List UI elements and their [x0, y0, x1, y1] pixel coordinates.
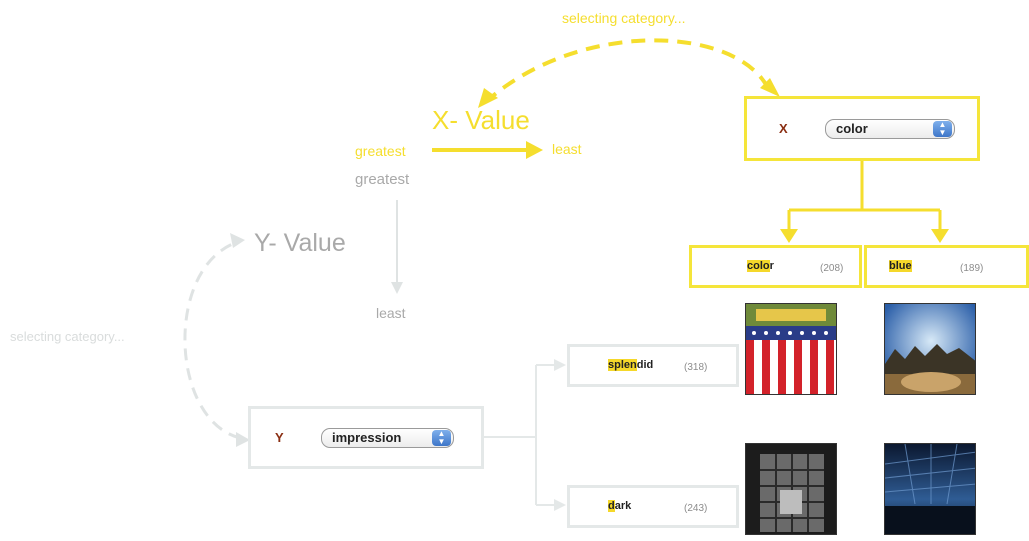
select-stepper-icon: ▲▼ — [432, 430, 451, 446]
x-category-item-blue[interactable]: blue (189) — [864, 245, 1029, 288]
y-axis-letter: Y — [275, 430, 284, 445]
y-category-highlight: splen — [608, 359, 637, 371]
x-axis-letter: X — [779, 121, 788, 136]
thumbnail-dark-blue[interactable] — [884, 443, 976, 535]
x-category-label: blue — [889, 260, 912, 272]
thumbnail-dark-color[interactable] — [745, 443, 837, 535]
y-least-label: least — [376, 305, 406, 321]
y-category-item-splendid[interactable]: splendid (318) — [567, 344, 739, 387]
y-category-rest: did — [636, 359, 654, 371]
dark-building-image — [746, 444, 836, 534]
dark-hall-image — [885, 444, 975, 534]
x-selecting-caption: selecting category... — [562, 10, 686, 26]
y-category-count: (318) — [684, 362, 708, 373]
y-category-rest: ark — [614, 500, 632, 512]
x-least-label: least — [552, 141, 582, 157]
x-category-count: (208) — [820, 263, 844, 274]
x-selection-arrowhead-left — [478, 88, 498, 108]
x-category-highlight: blue — [889, 260, 912, 272]
y-axis-panel: Y impression ▲▼ — [248, 406, 484, 469]
x-axis-panel: X color ▲▼ — [744, 96, 980, 161]
y-category-count: (243) — [684, 503, 708, 514]
x-greatest-label: greatest — [355, 143, 406, 159]
y-category-label: splendid — [608, 359, 653, 371]
x-category-highlight: colo — [747, 260, 770, 272]
y-category-label: dark — [608, 500, 631, 512]
x-category-item-color[interactable]: color (208) — [689, 245, 862, 288]
x-value-heading: X- Value — [432, 105, 530, 135]
y-category-item-dark[interactable]: dark (243) — [567, 485, 739, 528]
select-stepper-icon: ▲▼ — [933, 121, 952, 137]
x-category-select-value: color — [836, 121, 868, 136]
y-category-select-value: impression — [332, 430, 402, 445]
thumbnail-splendid-blue[interactable] — [884, 303, 976, 395]
fisheye-temple-image — [885, 304, 975, 394]
y-greatest-label: greatest — [355, 171, 410, 188]
x-selection-arrowhead-right — [760, 78, 780, 97]
y-value-heading: Y- Value — [254, 229, 346, 257]
x-category-label: color — [747, 260, 774, 272]
y-selecting-caption: selecting category... — [10, 329, 125, 344]
y-selection-dashed-arrow — [183, 241, 241, 440]
y-category-select[interactable]: impression ▲▼ — [321, 428, 454, 448]
y-category-highlight: d — [608, 500, 615, 512]
x-selection-dashed-arrow — [486, 38, 770, 102]
x-category-rest: r — [769, 260, 774, 272]
x-category-select[interactable]: color ▲▼ — [825, 119, 955, 139]
striped-awning-image — [746, 304, 836, 394]
x-category-count: (189) — [960, 263, 984, 274]
thumbnail-splendid-color[interactable] — [745, 303, 837, 395]
